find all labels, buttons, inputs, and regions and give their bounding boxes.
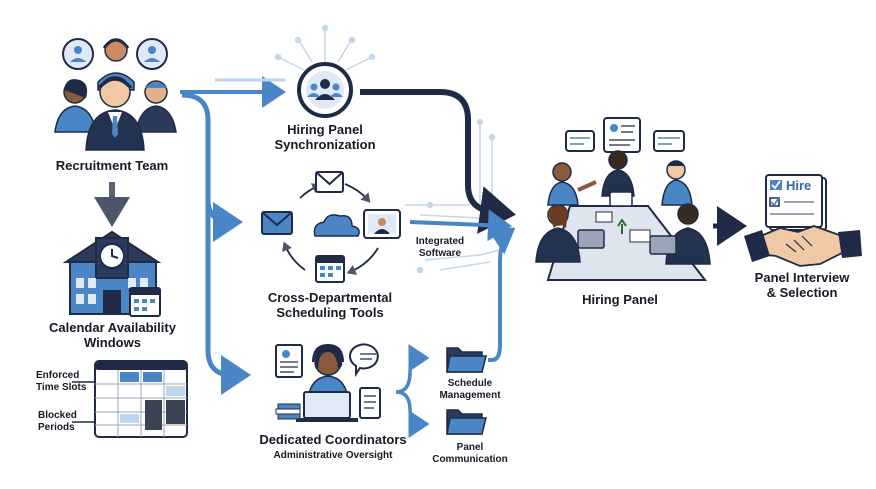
cloud-icon bbox=[313, 214, 360, 237]
integrated-software-label: Integrated Software bbox=[405, 236, 475, 260]
hiring-sync-line1: Hiring Panel bbox=[287, 122, 363, 137]
recruitment-team-text: Recruitment Team bbox=[55, 158, 169, 173]
handshake-icon bbox=[744, 225, 862, 267]
integrated-line2: Software bbox=[418, 248, 462, 259]
calendar-icon bbox=[315, 255, 345, 283]
hire-checklist-icon bbox=[765, 174, 827, 231]
hiring-panel-meeting-icon bbox=[535, 117, 711, 281]
group-sync-icon bbox=[297, 62, 353, 118]
email-icon bbox=[261, 211, 293, 235]
blocked-line2: Periods bbox=[38, 422, 75, 433]
interview-line1: Panel Interview bbox=[754, 270, 850, 285]
enforced-line1: Enforced bbox=[36, 370, 80, 381]
cross-dept-line1: Cross-Departmental bbox=[267, 290, 393, 305]
panel-comm-line2: Communication bbox=[432, 454, 508, 465]
schedule-management-label: Schedule Management bbox=[430, 378, 510, 402]
hiring-sync-line2: Synchronization bbox=[274, 137, 376, 152]
panel-communication-label: Panel Communication bbox=[425, 442, 515, 466]
recruitment-team-icon bbox=[54, 38, 177, 151]
schedule-line2: Management bbox=[439, 390, 501, 401]
folder-icon bbox=[446, 347, 487, 373]
dedicated-coordinators-label: Dedicated Coordinators bbox=[248, 432, 418, 447]
coordinators-title: Dedicated Coordinators bbox=[259, 432, 407, 447]
calendar-label-line1: Calendar Availability bbox=[49, 320, 176, 335]
calendar-availability-label: Calendar Availability Windows bbox=[30, 320, 195, 350]
cross-departmental-label: Cross-Departmental Scheduling Tools bbox=[250, 290, 410, 320]
enforced-line2: Time Slots bbox=[36, 382, 87, 393]
coordinator-icon bbox=[275, 343, 381, 422]
hiring-panel-label: Hiring Panel bbox=[570, 292, 670, 307]
cross-dept-line2: Scheduling Tools bbox=[276, 305, 384, 320]
calendar-label-line2: Windows bbox=[84, 335, 141, 350]
video-call-icon bbox=[363, 209, 401, 239]
schedule-line1: Schedule bbox=[447, 378, 493, 389]
administrative-oversight-label: Administrative Oversight bbox=[248, 450, 418, 462]
hire-badge: Hire bbox=[786, 178, 811, 193]
hiring-panel-text: Hiring Panel bbox=[582, 292, 658, 307]
time-slot-calendar bbox=[94, 360, 188, 438]
panel-interview-label: Panel Interview & Selection bbox=[738, 270, 866, 300]
calendar-building-icon bbox=[62, 230, 162, 317]
interview-line2: & Selection bbox=[766, 285, 838, 300]
blocked-line1: Blocked bbox=[38, 410, 77, 421]
flow-arrows bbox=[72, 24, 747, 438]
enforced-time-slots-label: Enforced Time Slots bbox=[36, 370, 86, 394]
hiring-panel-sync-label: Hiring Panel Synchronization bbox=[255, 122, 395, 152]
hire-badge-text: Hire bbox=[786, 178, 812, 193]
panel-comm-line1: Panel bbox=[456, 442, 484, 453]
blocked-periods-label: Blocked Periods bbox=[38, 410, 77, 434]
recruitment-team-label: Recruitment Team bbox=[52, 158, 172, 173]
coordinators-sub: Administrative Oversight bbox=[273, 450, 393, 461]
integrated-line1: Integrated bbox=[415, 236, 465, 247]
folder-icon bbox=[446, 409, 487, 435]
email-icon bbox=[315, 171, 344, 193]
